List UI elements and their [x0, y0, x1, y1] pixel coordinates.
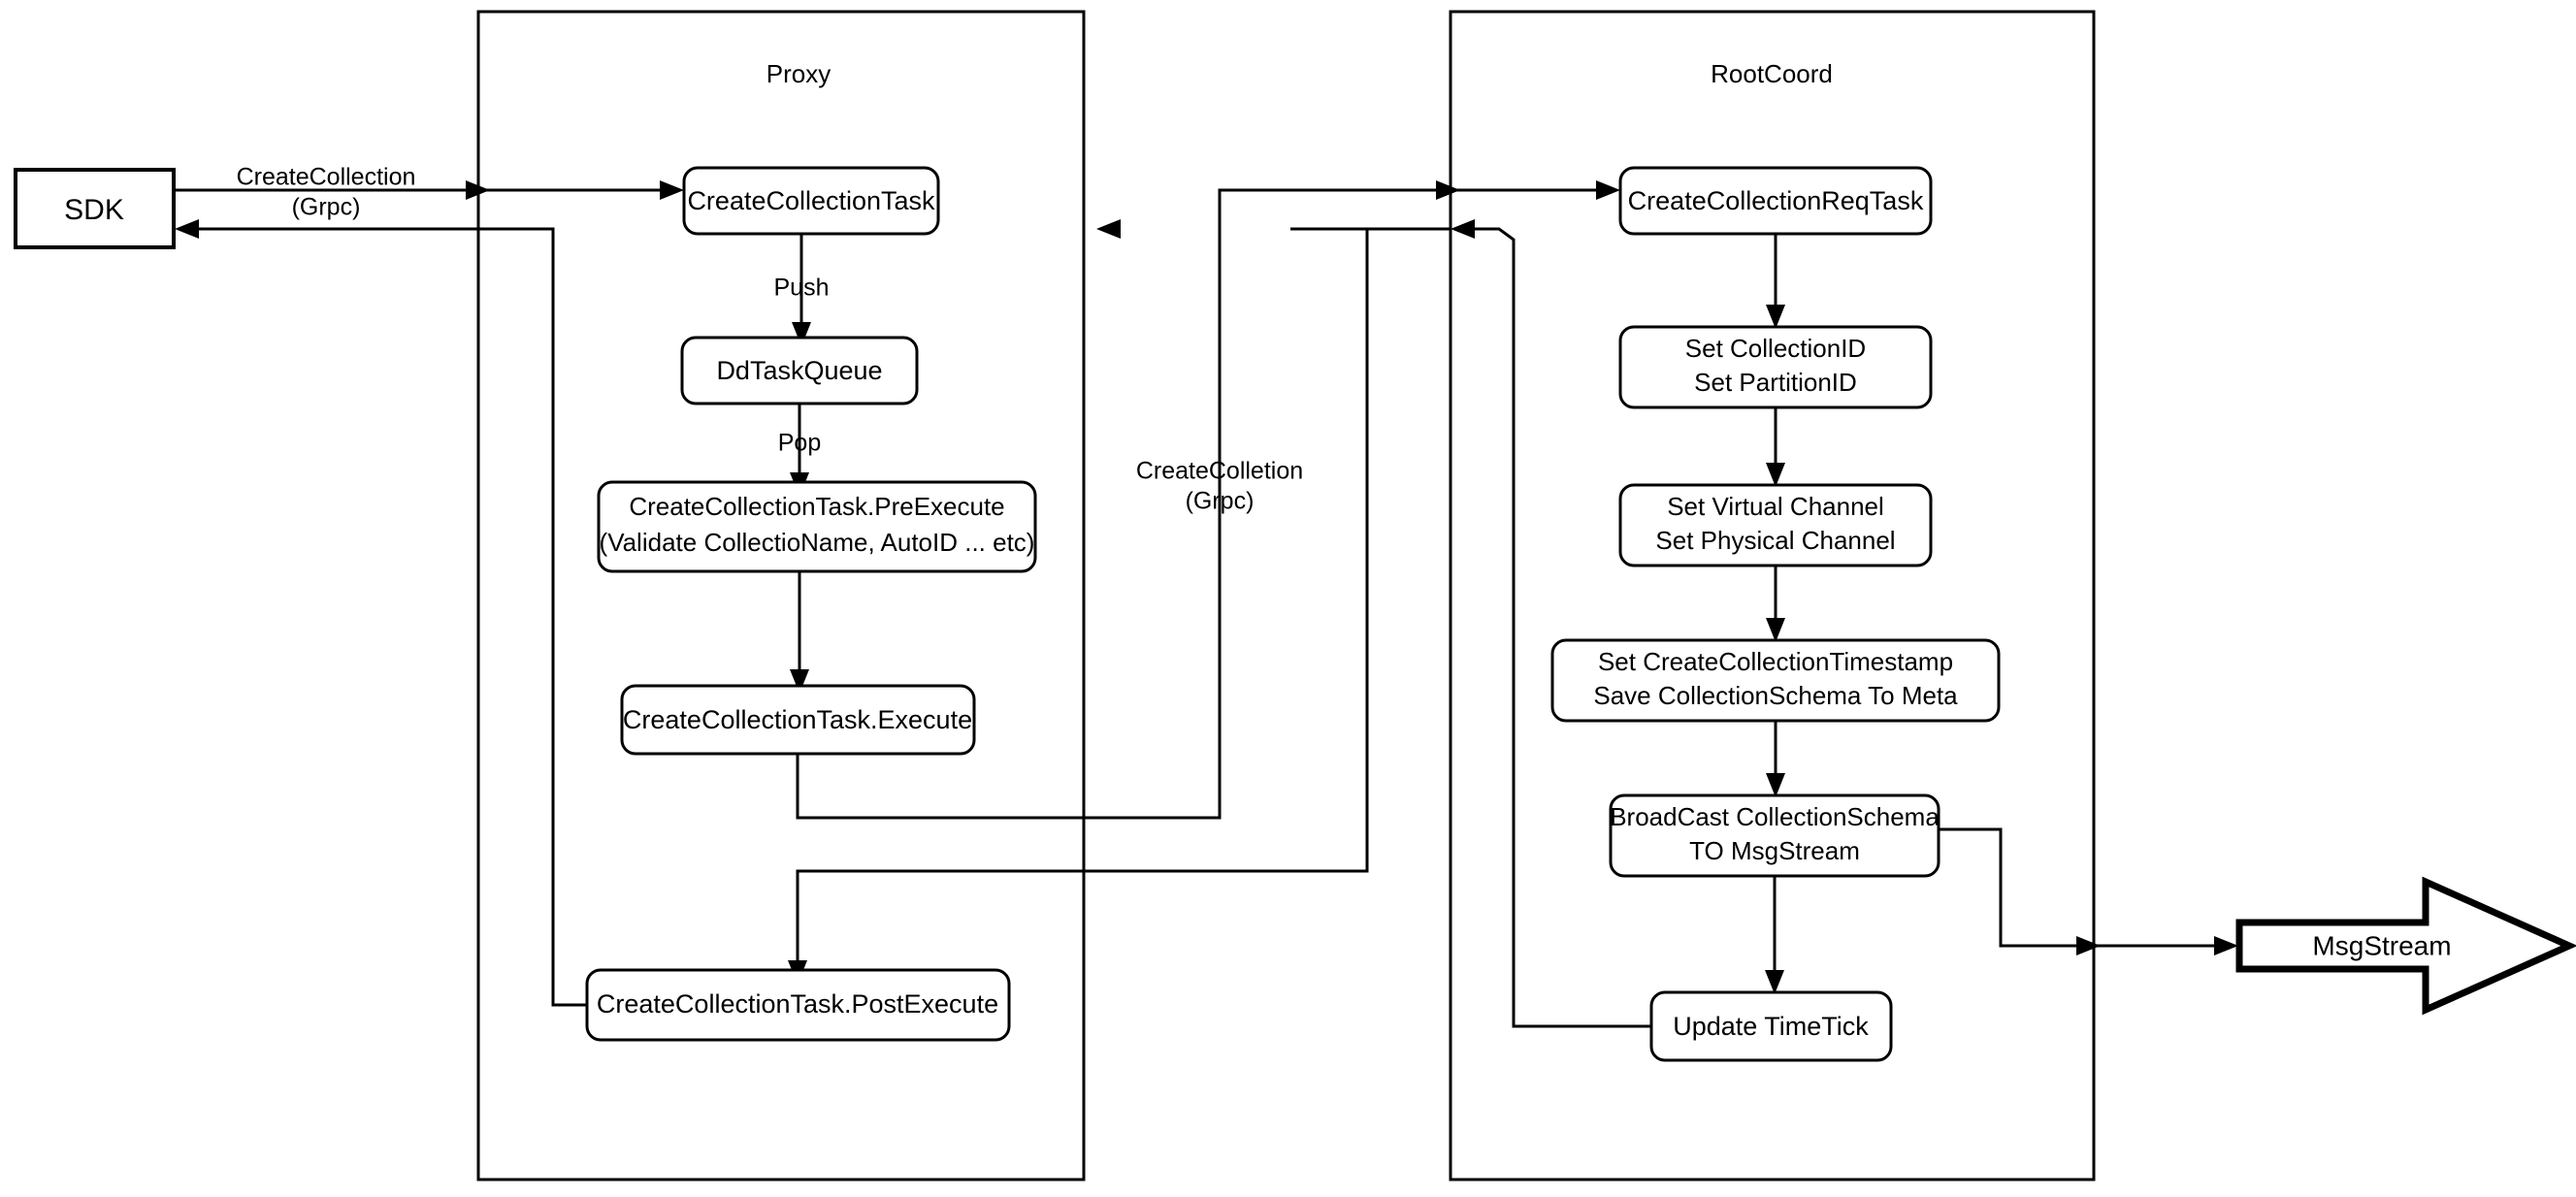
node-create-collection-req-task[interactable]: CreateCollectionReqTask [1618, 166, 1933, 236]
sdk-node-label: SDK [64, 194, 124, 226]
node-post-execute[interactable]: CreateCollectionTask.PostExecute [585, 968, 1011, 1042]
edge-proxy-boundary-to-task [478, 180, 684, 200]
node-update-timetick-label: Update TimeTick [1673, 1012, 1869, 1041]
edge-postexecute-return [478, 227, 587, 1007]
edge-label-createcollection-grpc-line1: CreateCollection [237, 164, 416, 191]
node-dd-task-queue[interactable]: DdTaskQueue [680, 336, 919, 405]
edge-broadcast-to-msgstream-line [1939, 827, 2101, 948]
node-broadcast-label-line2: TO MsgStream [1689, 836, 1860, 865]
node-set-channels[interactable]: Set Virtual Channel Set Physical Channel [1618, 483, 1933, 567]
node-save-meta-label-line2: Save CollectionSchema To Meta [1593, 681, 1958, 710]
node-pre-execute[interactable]: CreateCollectionTask.PreExecute (Validat… [597, 480, 1037, 573]
edge-timetick-return-line [1512, 245, 1651, 1028]
edge-broadcast-to-msgstream-arrowhead-mid [2076, 936, 2101, 955]
edge-pre-to-execute [790, 571, 809, 694]
node-execute-label: CreateCollectionTask.Execute [623, 705, 972, 734]
msgstream-node-label: MsgStream [2312, 930, 2451, 960]
edge-proxy-to-rootcoord-line [1096, 188, 1436, 820]
edge-label-createcolletion-grpc-line2: (Grpc) [1186, 488, 1255, 515]
edge-rootcoord-boundary-to-task-arrowhead [1596, 180, 1620, 200]
node-pre-execute-rect[interactable] [597, 480, 1037, 573]
rootcoord-container-title: RootCoord [1711, 59, 1833, 88]
node-pre-execute-label-line1: CreateCollectionTask.PreExecute [629, 492, 1004, 521]
edge-sdk-to-proxy: CreateCollection (Grpc) [174, 164, 490, 221]
edge-rootcoord-to-postexecute-line [796, 869, 1096, 960]
edge-proxy-to-rootcoord: CreateColletion (Grpc) [1096, 180, 1460, 820]
node-post-execute-label: CreateCollectionTask.PostExecute [597, 989, 998, 1019]
edge-broadcast-to-timetick-arrowhead [1765, 970, 1784, 994]
node-set-channels-label-line1: Set Virtual Channel [1667, 492, 1884, 521]
edge-msgstream-final-arrowhead [2214, 936, 2238, 955]
edge-postexecute-return-line [478, 227, 587, 1007]
node-update-timetick[interactable]: Update TimeTick [1649, 990, 1893, 1062]
edge-execute-to-rootcoord [796, 754, 1096, 820]
edge-pop: Pop [778, 404, 821, 497]
edge-rootcoord-boundary-return-arrowhead [1451, 219, 1475, 239]
sdk-node[interactable]: SDK [14, 168, 176, 249]
edge-label-createcolletion-grpc-line1: CreateColletion [1136, 458, 1303, 485]
edge-broadcast-to-msgstream [1939, 827, 2238, 955]
edge-setids-to-setchannels [1766, 407, 1785, 487]
edge-sdk-to-proxy-arrowhead [466, 180, 490, 200]
edge-proxy-to-rootcoord-arrowhead [1436, 180, 1460, 200]
edge-reqtask-to-setids-arrowhead [1766, 305, 1785, 329]
node-broadcast-label-line1: BroadCast CollectionSchema [1610, 802, 1940, 831]
node-set-ids-label-line2: Set PartitionID [1694, 368, 1857, 397]
edge-execute-to-rootcoord-line [796, 754, 1096, 820]
node-save-meta-label-line1: Set CreateCollectionTimestamp [1598, 647, 1953, 676]
edge-rootcoord-to-proxy-return-arrowhead-left [1096, 219, 1121, 239]
sdk-node-rect[interactable] [14, 168, 176, 249]
node-set-ids-label-line1: Set CollectionID [1685, 334, 1866, 363]
node-broadcast[interactable]: BroadCast CollectionSchema TO MsgStream [1609, 793, 1940, 878]
edge-return-to-sdk-arrowhead [175, 219, 199, 239]
msgstream-node[interactable]: MsgStream [2235, 876, 2576, 1016]
edge-label-push: Push [774, 275, 830, 302]
node-set-ids[interactable]: Set CollectionID Set PartitionID [1618, 325, 1933, 409]
node-create-collection-task-label: CreateCollectionTask [687, 186, 935, 215]
edge-return-to-sdk [175, 219, 478, 239]
edge-rootcoord-to-proxy-return [1096, 219, 1451, 873]
node-save-meta[interactable]: Set CreateCollectionTimestamp Save Colle… [1550, 638, 2001, 723]
node-create-collection-task-rect[interactable] [682, 166, 940, 236]
edge-savemeta-to-broadcast [1766, 721, 1785, 797]
edge-timetick-return-join-line [1475, 227, 1516, 245]
node-execute[interactable]: CreateCollectionTask.Execute [620, 684, 976, 756]
node-set-channels-label-line2: Set Physical Channel [1655, 526, 1895, 555]
edge-push: Push [774, 234, 830, 346]
node-create-collection-req-task-label: CreateCollectionReqTask [1628, 186, 1924, 215]
edge-timetick-return-join [1475, 227, 1516, 245]
edge-savemeta-to-broadcast-arrowhead [1766, 773, 1785, 797]
edge-setchannels-to-savemeta-arrowhead [1766, 618, 1785, 642]
edge-label-pop: Pop [778, 430, 821, 457]
edge-setchannels-to-savemeta [1766, 566, 1785, 642]
edge-push-arrowhead [792, 322, 811, 346]
edge-reqtask-to-setids [1766, 234, 1785, 329]
msgstream-arrow-shape[interactable] [2235, 876, 2576, 1016]
edge-broadcast-to-timetick [1765, 876, 1784, 994]
edge-proxy-boundary-to-task-arrowhead [660, 180, 684, 200]
edge-label-createcollection-grpc-line2: (Grpc) [292, 194, 361, 221]
node-pre-execute-label-line2: (Validate CollectioName, AutoID ... etc) [600, 528, 1035, 557]
edge-rootcoord-boundary-to-task [1290, 180, 1620, 239]
edge-rootcoord-to-proxy-return-line [1096, 227, 1451, 873]
edge-pre-to-execute-arrowhead [790, 669, 809, 694]
node-dd-task-queue-label: DdTaskQueue [716, 356, 882, 385]
edge-setids-to-setchannels-arrowhead [1766, 463, 1785, 487]
proxy-container-title: Proxy [766, 59, 831, 88]
node-create-collection-task[interactable]: CreateCollectionTask [682, 166, 940, 236]
